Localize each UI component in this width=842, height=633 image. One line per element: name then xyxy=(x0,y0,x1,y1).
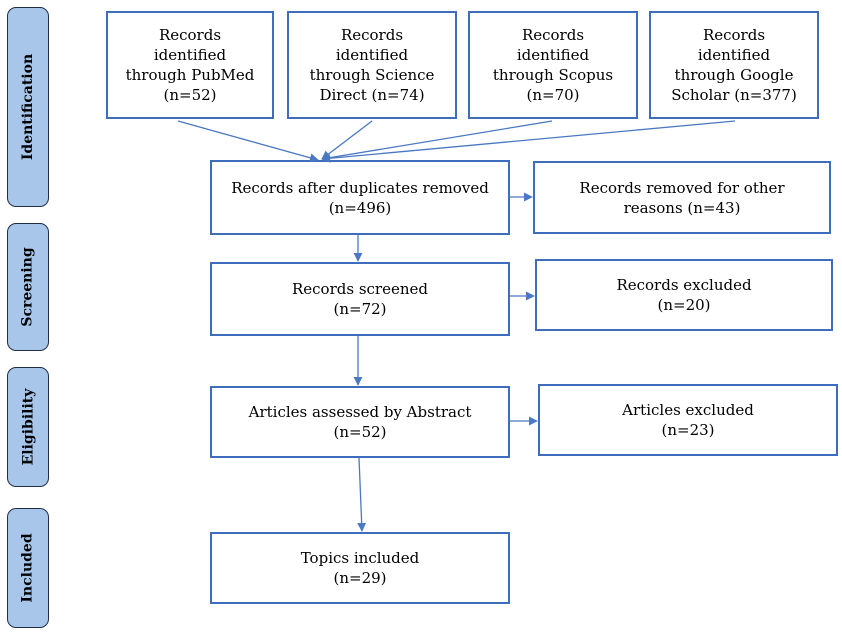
removed-other-line-1: Records removed for other xyxy=(579,178,785,197)
source-pubmed-line-2: identified xyxy=(153,46,227,64)
screened-line-1: Records screened xyxy=(291,280,428,298)
source-pubmed-line-1: Records xyxy=(158,26,222,44)
excluded-line-1: Records excluded xyxy=(616,276,752,294)
removed-other-line-2: reasons (n=43) xyxy=(623,198,741,217)
source-pubmed-line-4: (n=52) xyxy=(163,86,217,104)
stage-screening-label: Screening xyxy=(20,247,37,327)
stage-eligibility: Eligibility xyxy=(7,367,49,487)
stage-identification-label: Identification xyxy=(20,53,37,161)
stage-eligibility-label: Eligibility xyxy=(20,388,37,466)
source-sciencedirect-line-3: through Science xyxy=(309,66,435,84)
stage-included-label: Included xyxy=(20,533,37,603)
arrow-assessed-to-included xyxy=(357,457,367,532)
included-line-1: Topics included xyxy=(300,549,420,567)
stage-included: Included xyxy=(7,508,49,628)
screened-line-2: (n=72) xyxy=(333,300,387,318)
removed-other-box: Records removed for other reasons (n=43) xyxy=(533,161,831,234)
articles-excluded-line-1: Articles excluded xyxy=(622,401,754,419)
source-scopus-line-1: Records xyxy=(521,26,585,44)
source-sciencedirect-box: Records identified through Science Direc… xyxy=(287,11,457,119)
source-scopus-box: Records identified through Scopus (n=70) xyxy=(468,11,638,119)
articles-excluded-line-2: (n=23) xyxy=(661,421,715,439)
assessed-box: Articles assessed by Abstract (n=52) xyxy=(210,386,510,458)
source-scopus-line-2: identified xyxy=(516,46,590,64)
duplicates-removed-line-2: (n=496) xyxy=(328,198,392,217)
source-pubmed-line-3: through PubMed xyxy=(125,66,255,84)
source-googlescholar-line-4: Scholar (n=377) xyxy=(671,86,797,104)
excluded-box: Records excluded (n=20) xyxy=(535,259,833,331)
arrow-googlescholar-to-duplicates xyxy=(321,120,736,163)
source-sciencedirect-line-4: Direct (n=74) xyxy=(319,86,425,104)
stage-screening: Screening xyxy=(7,223,49,351)
arrow-sciencedirect-to-duplicates xyxy=(321,120,373,160)
source-pubmed-box: Records identified through PubMed (n=52) xyxy=(106,11,274,119)
duplicates-removed-line-1: Records after duplicates removed xyxy=(231,178,489,197)
assessed-line-1: Articles assessed by Abstract xyxy=(248,403,472,421)
included-line-2: (n=29) xyxy=(333,569,387,587)
source-scopus-line-4: (n=70) xyxy=(526,86,580,104)
included-box: Topics included (n=29) xyxy=(210,532,510,604)
arrow-pubmed-to-duplicates xyxy=(177,120,319,163)
arrow-scopus-to-duplicates xyxy=(321,120,553,163)
duplicates-removed-box: Records after duplicates removed (n=496) xyxy=(210,160,510,235)
source-googlescholar-box: Records identified through Google Schola… xyxy=(649,11,819,119)
source-sciencedirect-line-2: identified xyxy=(335,46,409,64)
source-googlescholar-line-3: through Google xyxy=(674,66,794,84)
screened-box: Records screened (n=72) xyxy=(210,262,510,336)
assessed-line-2: (n=52) xyxy=(333,423,387,441)
source-sciencedirect-line-1: Records xyxy=(340,26,404,44)
source-scopus-line-3: through Scopus xyxy=(492,66,614,84)
source-googlescholar-line-1: Records xyxy=(702,26,766,44)
articles-excluded-box: Articles excluded (n=23) xyxy=(538,384,838,456)
stage-identification: Identification xyxy=(7,7,49,207)
excluded-line-2: (n=20) xyxy=(657,296,711,314)
source-googlescholar-line-2: identified xyxy=(697,46,771,64)
